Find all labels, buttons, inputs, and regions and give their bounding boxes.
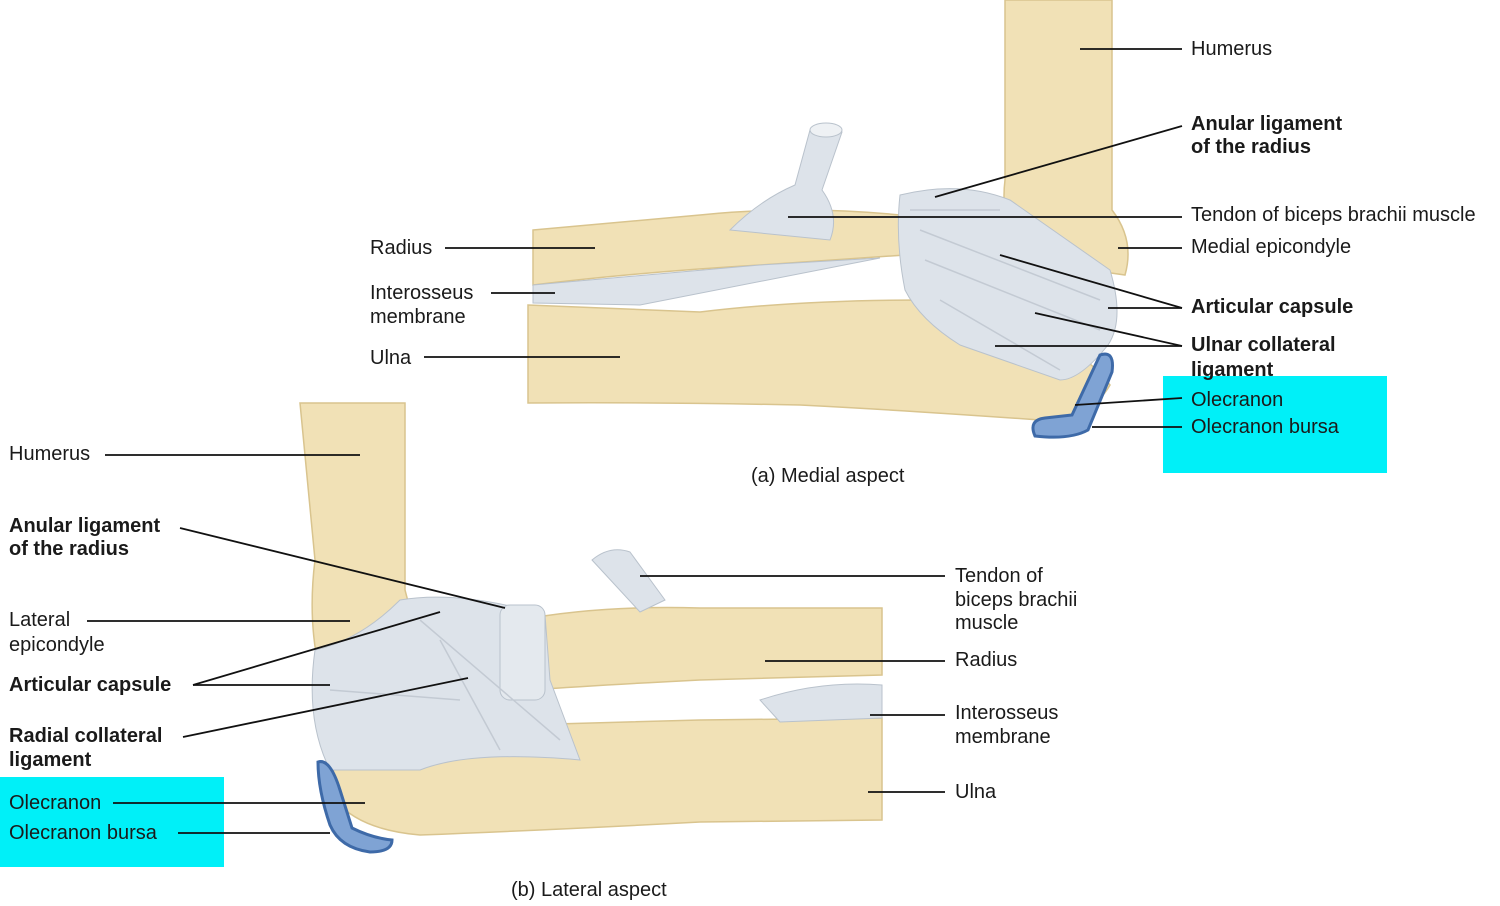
label-a-tendon-biceps: Tendon of biceps brachii muscle (1191, 204, 1476, 226)
interosseus-membrane-b (759, 683, 883, 723)
leader-lines (87, 48, 1183, 834)
label-b-radial-collateral: Radial collateral ligament (9, 725, 163, 771)
label-a-humerus: Humerus (1191, 38, 1273, 60)
panel-a-illustration (527, 0, 1129, 439)
caption-lateral-aspect: (b) Lateral aspect (511, 879, 667, 901)
label-b-radius: Radius (955, 649, 1018, 671)
label-a-ulnar-collateral: Ulnar collateral ligament (1191, 334, 1336, 381)
label-b-articular-capsule: Articular capsule (9, 674, 172, 696)
label-b-humerus: Humerus (9, 443, 91, 465)
interosseus-membrane-a (532, 257, 881, 306)
olecranon-bursa-b (316, 760, 394, 854)
capsule-a (897, 188, 1118, 381)
label-a-ulna: Ulna (370, 347, 412, 369)
label-a-olecranon: Olecranon (1191, 389, 1284, 411)
label-b-olecranon-bursa: Olecranon bursa (9, 822, 157, 844)
caption-medial-aspect: (a) Medial aspect (751, 465, 905, 487)
label-b-lateral-epicondyle: Lateral epicondyle (9, 609, 105, 656)
label-b-tendon-biceps: Tendon of biceps brachii muscle (955, 565, 1078, 634)
label-b-anular-ligament: Anular ligament of the radius (9, 515, 161, 560)
highlight-box-a (1163, 376, 1387, 473)
biceps-tendon-b (591, 549, 666, 613)
radius-b (519, 606, 883, 691)
label-a-articular-capsule: Articular capsule (1191, 296, 1354, 318)
label-a-olecranon-bursa: Olecranon bursa (1191, 416, 1339, 438)
label-b-ulna: Ulna (955, 781, 997, 803)
label-a-anular-ligament: Anular ligament of the radius (1191, 113, 1343, 158)
label-b-olecranon: Olecranon (9, 792, 102, 814)
label-b-interosseus: Interosseus membrane (955, 702, 1059, 748)
anular-ligament-b (499, 604, 546, 701)
panel-b-illustration (299, 402, 883, 854)
label-a-medial-epicondyle: Medial epicondyle (1191, 236, 1352, 258)
label-a-interosseus: Interosseus membrane (370, 282, 474, 328)
highlight-box-b (0, 777, 224, 867)
label-a-radius: Radius (370, 237, 433, 259)
olecranon-bursa-a (1031, 352, 1114, 439)
biceps-tendon-a (728, 125, 843, 241)
